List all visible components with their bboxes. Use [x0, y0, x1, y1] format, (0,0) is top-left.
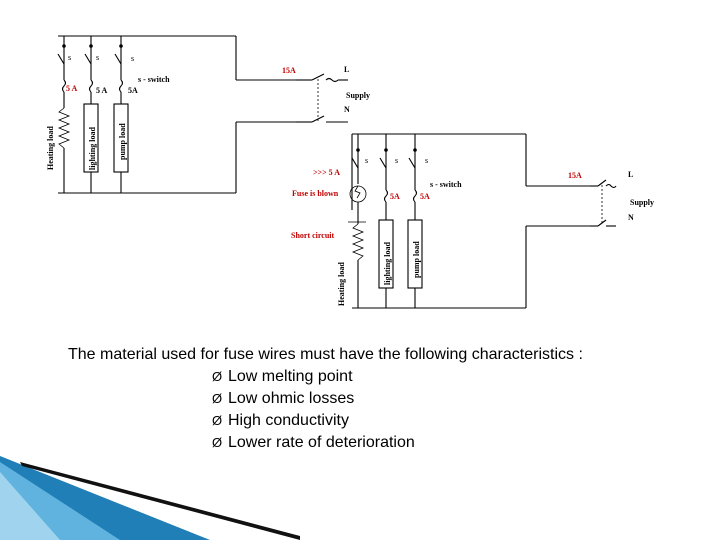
c2-fuse-label-2: 5A — [420, 192, 430, 201]
bullet-arrow-icon: Ø — [212, 413, 223, 428]
c2-switch-label-3: s — [425, 156, 428, 165]
c2-pump-load-label: pump load — [412, 241, 421, 278]
c1-switch-legend: s - switch — [138, 75, 170, 84]
bullet-item: Ø Low ohmic losses — [212, 390, 354, 408]
bullet-arrow-icon: Ø — [212, 369, 223, 384]
bullet-text: Low ohmic losses — [228, 390, 355, 407]
c2-switch-label-1: s — [365, 156, 368, 165]
bullet-item: Ø Low melting point — [212, 368, 353, 386]
decorative-swoosh — [0, 456, 300, 540]
c2-heating-load-label: Heating load — [337, 262, 346, 306]
c2-main-fuse-label: 15A — [568, 171, 582, 180]
c2-fuse-blown-label: Fuse is blown — [292, 189, 339, 198]
c2-switch-legend: s - switch — [430, 180, 462, 189]
intro-text: The material used for fuse wires must ha… — [68, 346, 583, 363]
c2-fuse-label-1: 5A — [390, 192, 400, 201]
c1-main-fuse-label: 15A — [282, 66, 296, 75]
c2-short-circuit-label: Short circuit — [291, 231, 335, 240]
bullet-text: Lower rate of deterioration — [228, 434, 415, 451]
c1-supply-label: Supply — [346, 91, 370, 100]
bullet-item: Ø High conductivity — [212, 412, 349, 430]
c1-fuse-label-2: 5 A — [96, 86, 108, 95]
bullet-item: Ø Lower rate of deterioration — [212, 434, 415, 452]
bullet-text: High conductivity — [228, 412, 349, 429]
c1-neutral-label: N — [344, 105, 350, 114]
c2-line-label: L — [628, 170, 633, 179]
c1-lighting-load-label: lighting load — [88, 127, 97, 170]
circuit-1 — [57, 35, 348, 194]
c2-switch-label-2: s — [395, 156, 398, 165]
bullet-arrow-icon: Ø — [212, 391, 223, 406]
c1-pump-load-label: pump load — [118, 123, 127, 160]
c1-line-label: L — [344, 65, 349, 74]
c1-heating-load-label: Heating load — [46, 126, 55, 170]
c1-switch-label-3: s — [131, 54, 134, 63]
c1-switch-label-1: s — [68, 53, 71, 62]
c2-neutral-label: N — [628, 213, 634, 222]
c2-supply-label: Supply — [630, 198, 654, 207]
c2-lighting-load-label: lighting load — [383, 242, 392, 285]
bullet-text: Low melting point — [228, 368, 353, 385]
c1-fuse-label-3: 5A — [128, 86, 138, 95]
c1-fuse-label-1: 5 A — [66, 84, 78, 93]
circuit-2 — [348, 133, 617, 309]
bullet-arrow-icon: Ø — [212, 435, 223, 450]
c2-fault-fuse-label: >>> 5 A — [313, 168, 340, 177]
c1-switch-label-2: s — [96, 53, 99, 62]
